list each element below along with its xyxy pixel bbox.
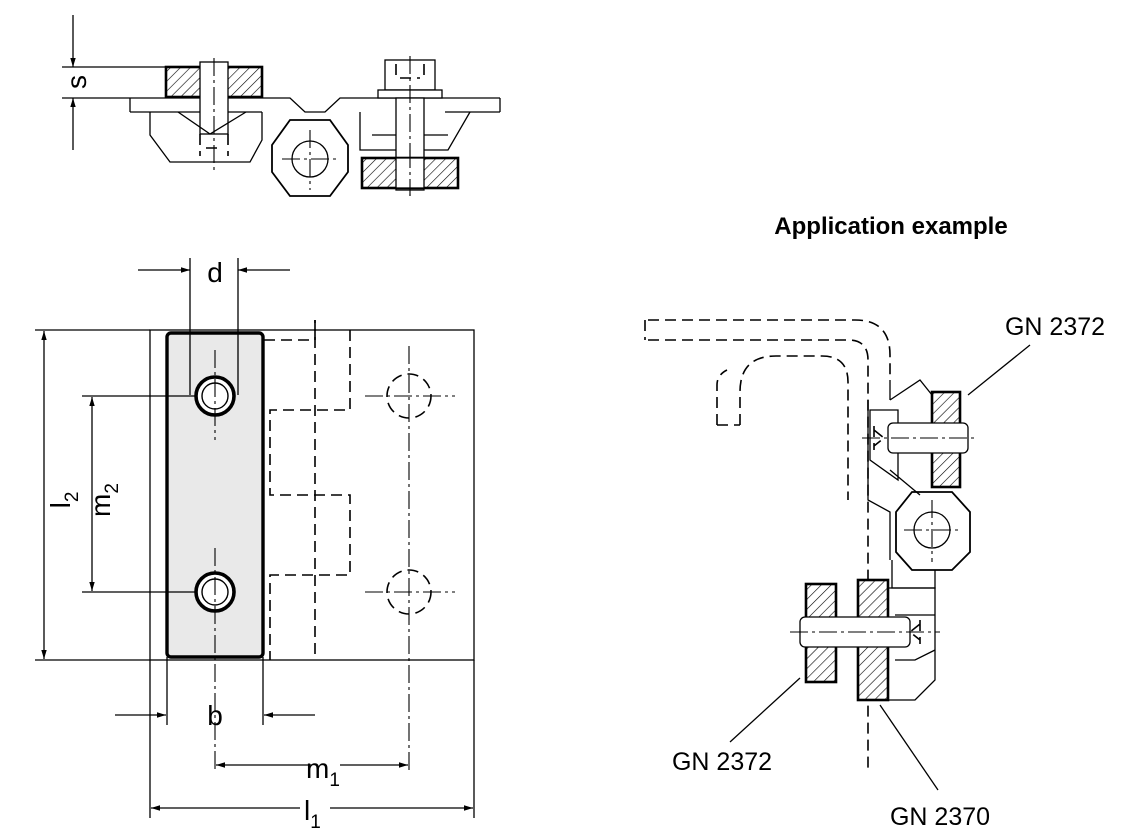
dim-d-label: d [207, 257, 223, 288]
application-title: Application example [774, 213, 1007, 240]
dim-m1-label: m1 [306, 753, 340, 791]
dim-l1-label: l1 [304, 795, 321, 833]
callout-bottom-right: GN 2370 [890, 803, 990, 831]
callout-top: GN 2372 [1005, 313, 1105, 341]
callout-bottom-left: GN 2372 [672, 748, 772, 776]
dim-l2-label: l2 [45, 492, 83, 509]
dim-b-label: b [207, 700, 223, 731]
dim-s-label: s [61, 75, 92, 89]
dim-m2-label: m2 [85, 483, 123, 517]
side-view: s [61, 15, 501, 197]
application-example: Application example [644, 213, 1105, 831]
plan-view: d l2 m2 b m1 l1 [35, 257, 475, 833]
